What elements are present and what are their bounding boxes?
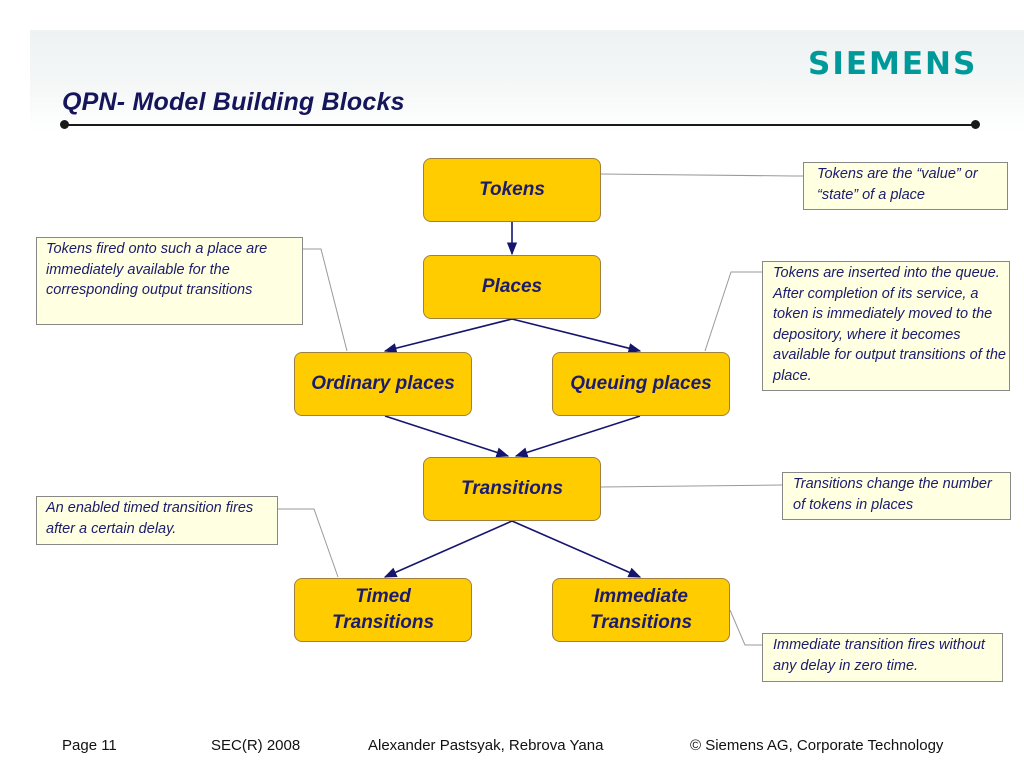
note-timed-transitions: An enabled timed transition fires after … <box>36 496 278 545</box>
arrow-queuing-to-transitions <box>514 415 641 458</box>
footer-page-number: Page 11 <box>62 737 117 754</box>
note-queuing-places: Tokens are inserted into the queue. Afte… <box>762 261 1010 391</box>
arrow-places-to-queuing <box>511 318 642 354</box>
queuing-places-node: Queuing places <box>552 352 730 416</box>
callout-queuing-leader <box>704 271 762 352</box>
siemens-logo: SIEMENS <box>808 46 978 82</box>
callout-ordinary-leader <box>303 248 348 352</box>
transitions-node: Transitions <box>423 457 601 521</box>
note-ordinary-places: Tokens fired onto such a place are immed… <box>36 237 303 325</box>
arrow-transitions-to-timed <box>383 520 513 578</box>
timed-transitions-node: Timed Transitions <box>294 578 472 642</box>
divider-right-dot <box>971 120 980 129</box>
divider-left-dot <box>60 120 69 129</box>
immediate-transitions-node: Immediate Transitions <box>552 578 730 642</box>
callout-timed-leader <box>278 508 339 578</box>
arrow-transitions-to-immediate <box>511 520 642 578</box>
callout-transitions-leader <box>600 484 783 488</box>
callout-tokens-leader <box>600 173 803 177</box>
footer-copyright: © Siemens AG, Corporate Technology <box>690 737 944 754</box>
note-immediate-transitions: Immediate transition fires without any d… <box>762 633 1003 682</box>
footer-event: SEC(R) 2008 <box>211 737 301 754</box>
slide-title: QPN- Model Building Blocks <box>62 88 405 116</box>
arrow-ordinary-to-transitions <box>384 415 510 458</box>
header-band <box>30 30 1024 132</box>
note-tokens: Tokens are the “value” or “state” of a p… <box>803 162 1008 210</box>
ordinary-places-node: Ordinary places <box>294 352 472 416</box>
places-node: Places <box>423 255 601 319</box>
tokens-node: Tokens <box>423 158 601 222</box>
footer-authors: Alexander Pastsyak, Rebrova Yana <box>368 737 604 754</box>
note-transitions: Transitions change the number of tokens … <box>782 472 1011 520</box>
callout-immediate-leader <box>729 609 762 646</box>
title-divider <box>64 124 976 126</box>
arrow-places-to-ordinary <box>383 318 513 354</box>
